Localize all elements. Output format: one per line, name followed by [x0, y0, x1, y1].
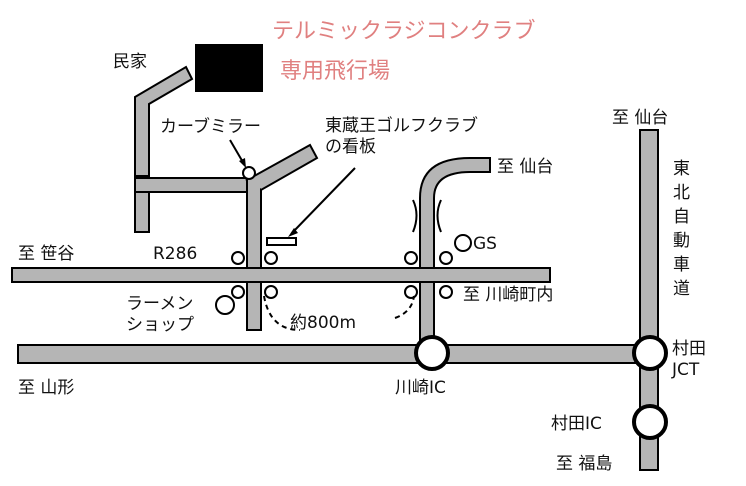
murata-jct-icon [632, 335, 668, 371]
murata-jct-label-line1: 村田 [672, 339, 706, 359]
golf-sign-marker [266, 237, 297, 246]
murata-ic-icon [632, 404, 668, 440]
to-yamagata-label: 至 山形 [18, 378, 74, 398]
road-yamagata-expressway [17, 344, 647, 364]
expressway-char: 道 [673, 279, 690, 299]
expressway-char: 車 [673, 255, 690, 275]
roads [11, 65, 659, 471]
to-sendai-upper-label: 至 仙台 [497, 157, 553, 177]
title-line1: テルミックラジコンクラブ [272, 19, 536, 44]
curve-bracket-left [412, 199, 418, 233]
expressway-char: 自 [673, 207, 690, 227]
tohoku-expressway-label: 東 北 自 動 車 道 [673, 159, 690, 299]
golf-sign-label-line2: の看板 [325, 137, 376, 157]
ramen-label-line1: ラーメン [126, 294, 193, 314]
house-label: 民家 [113, 52, 147, 72]
road-to-sendai [419, 157, 491, 269]
traffic-light-icon [264, 251, 278, 265]
road-main-vertical [246, 177, 262, 331]
murata-ic-label: 村田IC [551, 414, 602, 434]
traffic-light-icon [231, 251, 245, 265]
to-kawasaki-label: 至 川崎町内 [463, 285, 553, 305]
traffic-light-icon [231, 285, 245, 299]
murata-jct-label-line2: JCT [671, 360, 700, 380]
signal-markers [215, 166, 472, 315]
title-line2: 専用飛行場 [280, 59, 390, 84]
to-sendai-right-label: 至 仙台 [612, 108, 668, 128]
road-connector [134, 177, 248, 193]
traffic-light-icon [439, 285, 453, 299]
kawasaki-ic-icon [414, 335, 450, 371]
expressway-char: 動 [673, 231, 690, 251]
route-label: R286 [153, 244, 197, 264]
to-fukushima-label: 至 福島 [556, 454, 612, 474]
golf-sign-label-line1: 東蔵王ゴルフクラブ [325, 115, 478, 136]
gs-label: GS [473, 234, 497, 254]
traffic-light-icon [404, 251, 418, 265]
expressway-char: 北 [673, 183, 690, 203]
curve-mirror-icon [242, 166, 256, 180]
to-sasaya-label: 至 笹谷 [18, 244, 74, 264]
traffic-light-icon [264, 285, 278, 299]
flying-field-marker [195, 44, 263, 92]
distance-arc [263, 295, 415, 331]
traffic-light-icon [439, 251, 453, 265]
ramen-label-line2: ショップ [126, 315, 194, 335]
curve-mirror-label: カーブミラー [160, 116, 261, 137]
road-r286 [11, 267, 551, 283]
kawasaki-ic-label: 川崎IC [395, 378, 446, 398]
curve-bracket-right [436, 199, 442, 233]
traffic-light-icon [404, 285, 418, 299]
distance-label: 約800m [290, 313, 356, 333]
expressway-char: 東 [673, 159, 690, 179]
gas-station-icon [454, 234, 472, 252]
ramen-shop-icon [215, 295, 235, 315]
golf-sign-pointer [291, 167, 356, 234]
